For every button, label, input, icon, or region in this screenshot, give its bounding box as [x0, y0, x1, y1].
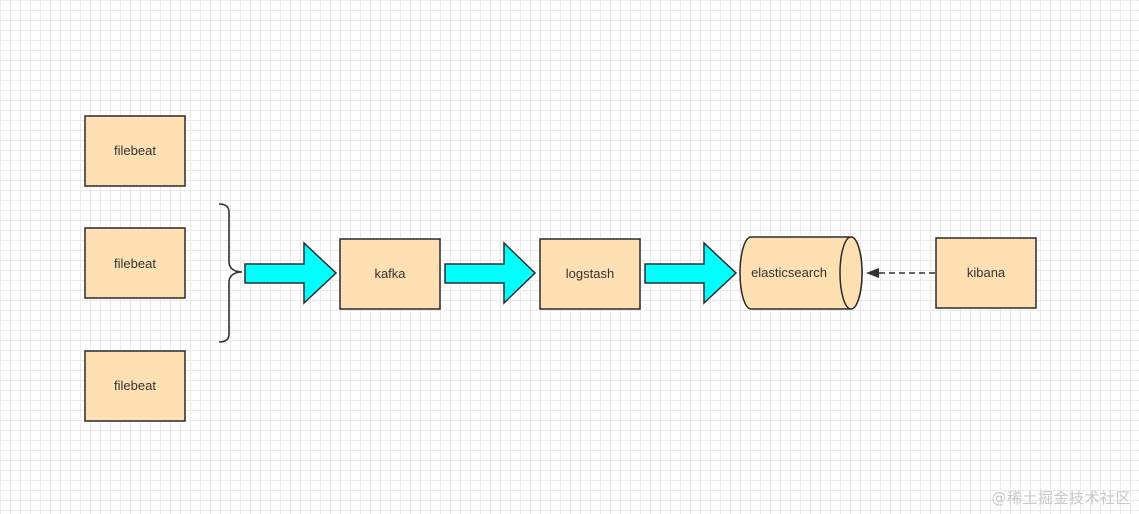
dashed-arrow-kibana-to-elasticsearch — [866, 268, 935, 278]
logstash-node[interactable]: logstash — [539, 238, 641, 310]
filebeat-node-2[interactable]: filebeat — [84, 227, 186, 299]
filebeat-node-1[interactable]: filebeat — [84, 115, 186, 187]
flow-arrow-to-kafka — [244, 241, 338, 305]
filebeat-node-2-label: filebeat — [114, 256, 156, 271]
kibana-node-label: kibana — [967, 265, 1006, 280]
flow-arrow-to-elasticsearch — [644, 241, 738, 305]
flow-arrow-to-logstash — [444, 241, 537, 305]
filebeat-node-3-label: filebeat — [114, 378, 156, 393]
kafka-node-label: kafka — [374, 266, 406, 281]
filebeat-node-3[interactable]: filebeat — [84, 350, 186, 422]
elasticsearch-node[interactable]: elasticsearch — [739, 236, 863, 310]
watermark: @稀土掘金技术社区 — [991, 489, 1131, 507]
arrowhead-icon — [866, 268, 879, 278]
curly-brace-connector — [218, 203, 243, 343]
kafka-node[interactable]: kafka — [339, 238, 441, 310]
elasticsearch-node-label: elasticsearch — [751, 265, 827, 280]
kibana-node[interactable]: kibana — [935, 237, 1037, 309]
filebeat-node-1-label: filebeat — [114, 143, 156, 158]
logstash-node-label: logstash — [566, 266, 614, 281]
